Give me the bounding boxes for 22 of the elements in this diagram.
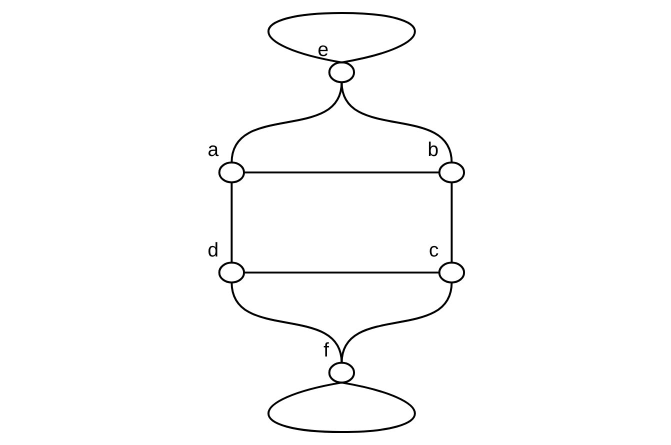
node-circle bbox=[438, 162, 466, 184]
node-circle bbox=[218, 262, 246, 284]
connector bbox=[340, 282, 453, 363]
connector bbox=[230, 282, 343, 363]
connector bbox=[230, 82, 343, 163]
connector bbox=[244, 272, 440, 274]
connector bbox=[450, 182, 453, 263]
node-circle bbox=[328, 61, 356, 84]
node-circle bbox=[218, 162, 246, 184]
connector bbox=[340, 82, 453, 163]
node-circle bbox=[438, 262, 466, 284]
node-circle bbox=[328, 362, 356, 384]
node-label: e bbox=[318, 38, 329, 61]
connector bbox=[244, 171, 440, 174]
connector bbox=[268, 12, 416, 64]
node-label: b bbox=[428, 139, 439, 162]
node-label: c bbox=[428, 239, 439, 262]
node-label: a bbox=[208, 139, 219, 162]
connector bbox=[268, 382, 416, 433]
connector bbox=[230, 182, 233, 263]
node-label: f bbox=[323, 339, 329, 362]
node-label: d bbox=[208, 239, 219, 262]
